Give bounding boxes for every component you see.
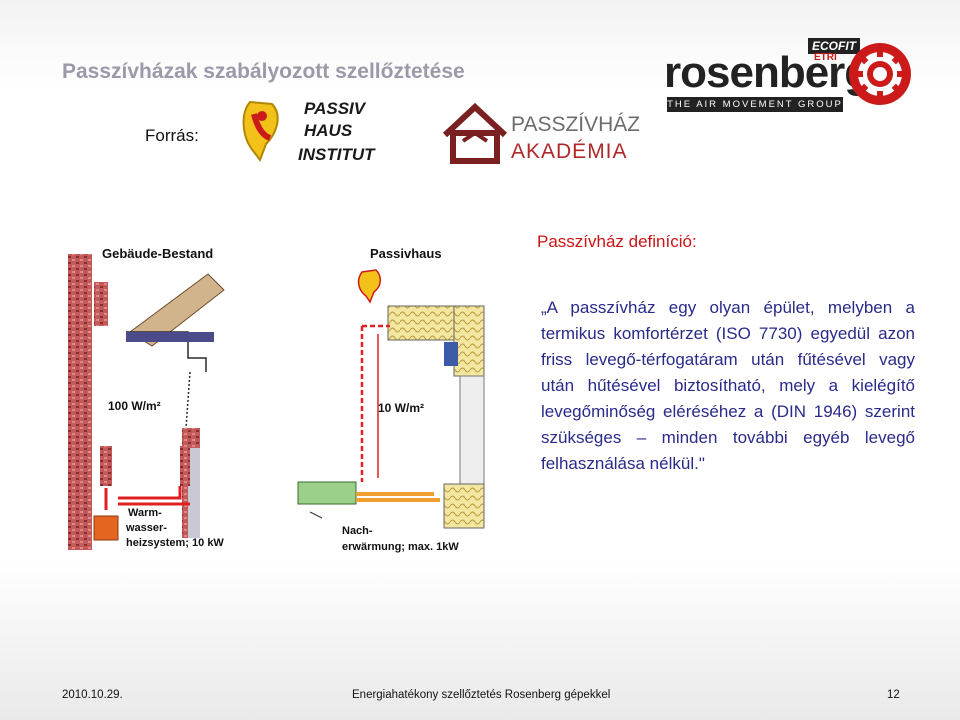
source-label: Forrás: <box>145 126 199 145</box>
supply-air-duct <box>356 492 440 502</box>
nach-label-2: erwärmung; max. 1kW <box>342 541 459 553</box>
floor-slab-old <box>126 332 214 342</box>
warm-label-3: heizsystem; 10 kW <box>126 537 224 549</box>
footer-date: 2010.10.29. <box>62 689 123 701</box>
passzivhaz-akademia-logo: PASSZÍVHÁZ AKADÉMIA <box>442 102 639 164</box>
definition-heading: Passzívház definíció: <box>537 232 697 251</box>
warm-label-1: Warm- <box>128 507 162 519</box>
heating-boiler <box>93 515 119 541</box>
heat-demand-old: 100 W/m² <box>108 399 161 413</box>
heat-demand-passivhaus: 10 W/m² <box>378 401 424 415</box>
footer-title: Energiahatékony szellőztetés Rosenberg g… <box>352 689 611 701</box>
chimney <box>68 254 92 550</box>
rosenberg-brand: rosenberg <box>664 48 871 97</box>
piv-line-3: INSTITUT <box>298 145 376 164</box>
piv-line-2: HAUS <box>304 121 353 140</box>
old-inner-wall <box>188 448 200 538</box>
slide-title: Passzívházak szabályozott szellőztetése <box>62 60 465 83</box>
insulation-wall-bottom <box>443 483 485 529</box>
akademia-line-1: PASSZÍVHÁZ <box>511 113 639 136</box>
building-comparison-diagram: Gebäude-Bestand Passivhaus 100 W/m² Warm… <box>68 246 485 553</box>
insulation-wall-right <box>459 375 485 487</box>
ecofit-badge: ECOFIT <box>808 38 860 54</box>
definition-quote: „A passzívház egy olyan épület, melyben … <box>541 298 915 473</box>
heating-pipes-old <box>104 486 190 510</box>
window-frame <box>444 342 458 366</box>
passivhaus-mark-icon <box>357 269 381 304</box>
insulation-wall-top <box>453 305 485 377</box>
radiator-right <box>180 446 190 486</box>
old-wall-upper <box>94 282 108 326</box>
rosenberg-tagline: THE AIR MOVEMENT GROUP <box>667 97 843 112</box>
fan-wheel-icon <box>849 43 911 105</box>
warm-label-2: wasser- <box>125 522 167 534</box>
radiator-left <box>100 446 112 486</box>
label-gebaude-bestand: Gebäude-Bestand <box>102 246 213 261</box>
piv-line-1: PASSIV <box>304 99 367 118</box>
ventilation-unit <box>297 481 357 505</box>
page-number: 12 <box>887 689 900 701</box>
etri-label: ETRI <box>814 52 837 63</box>
rosenberg-logo: rosenberg ECOFIT ETRI THE AIR MOVEMENT G… <box>664 34 924 134</box>
nach-label-1: Nach- <box>342 525 373 537</box>
passivhaus-institut-logo: PASSIV HAUS INSTITUT <box>242 99 376 164</box>
hot-air-riser <box>360 324 390 482</box>
akademia-line-2: AKADÉMIA <box>511 140 628 163</box>
label-passivhaus: Passivhaus <box>370 246 442 261</box>
